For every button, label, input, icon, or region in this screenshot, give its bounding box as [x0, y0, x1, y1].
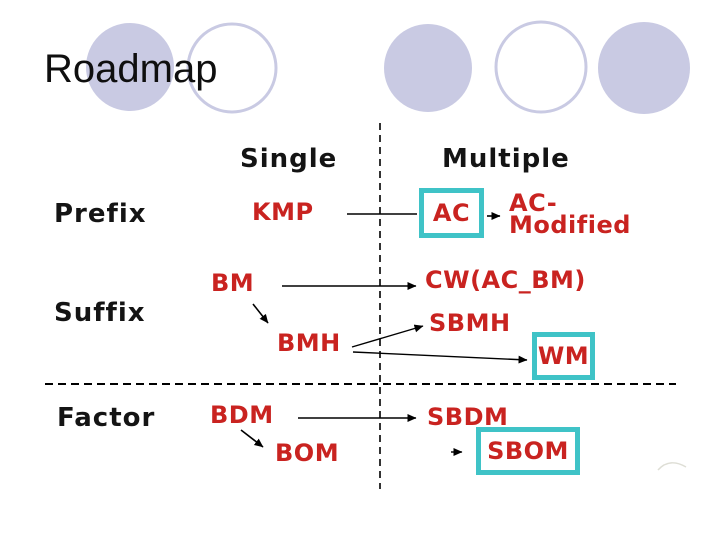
highlight-box-sbom: SBOM	[476, 427, 580, 475]
edge-bdm-bom	[240, 429, 264, 448]
node-bmh: BMH	[277, 329, 341, 357]
decor-circle-outline-1	[186, 22, 278, 114]
node-bom: BOM	[275, 439, 340, 467]
column-header-single: Single	[240, 144, 338, 174]
node-ac-modified-line1: AC-	[509, 189, 558, 217]
page-title: Roadmap	[44, 47, 218, 91]
decor-circle-filled-2	[384, 24, 472, 112]
decor-circle-outline-2	[494, 20, 588, 114]
highlight-box-wm: WM	[532, 332, 595, 380]
node-sbom: SBOM	[487, 437, 569, 465]
row-header-factor: Factor	[57, 403, 156, 433]
row-header-suffix: Suffix	[54, 298, 146, 328]
node-kmp: KMP	[252, 198, 314, 226]
highlight-box-ac: AC	[419, 188, 484, 238]
scan-artifact	[657, 462, 687, 471]
node-sbdm: SBDM	[427, 403, 509, 431]
node-ac-modified: AC- Modified	[509, 189, 631, 239]
node-sbmh: SBMH	[429, 309, 511, 337]
edge-bm-bmh	[252, 303, 269, 324]
edge-bmh-sbmh	[351, 324, 424, 348]
decor-circle-filled-1	[86, 23, 174, 111]
node-ac-modified-line2: Modified	[509, 211, 631, 239]
decor-circle-filled-3	[598, 22, 690, 114]
row-header-prefix: Prefix	[54, 199, 147, 229]
node-bdm: BDM	[210, 401, 274, 429]
node-bm: BM	[211, 269, 255, 297]
edge-bmh-wm	[352, 351, 528, 364]
node-ac: AC	[432, 199, 471, 227]
node-wm: WM	[537, 342, 590, 370]
node-cw: CW(AC_BM)	[425, 266, 586, 294]
column-header-multiple: Multiple	[442, 144, 570, 174]
